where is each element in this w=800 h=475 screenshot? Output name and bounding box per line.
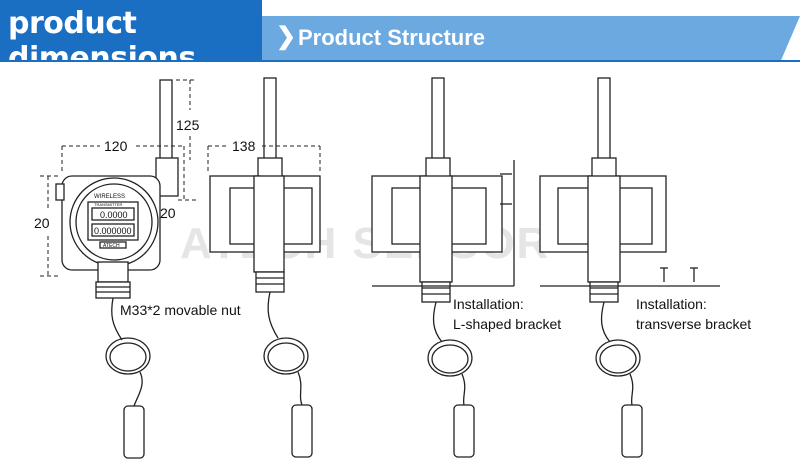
display-footer: ATECH	[103, 243, 120, 249]
label-t-install-type: transverse bracket	[636, 316, 751, 332]
display-brand: WIRELESS	[94, 194, 125, 200]
section-title: product dimensions	[8, 6, 196, 76]
chevron-right-icon: ❯	[276, 23, 297, 50]
label-movable-nut: M33*2 movable nut	[120, 302, 241, 318]
dim-antenna-height: 125	[176, 117, 200, 133]
section-subtitle: Product Structure	[298, 25, 486, 50]
label-t-install-title: Installation:	[636, 296, 707, 312]
header-divider	[0, 60, 800, 62]
l-bracket-drawing	[371, 77, 515, 458]
dim-fitting-offset: 20	[160, 205, 176, 221]
transverse-bracket-drawing	[539, 77, 720, 458]
label-l-install-title: Installation:	[453, 296, 524, 312]
section-header-product-dimensions: product dimensions	[0, 0, 262, 76]
dim-side-height: 20	[34, 215, 50, 231]
front-view-drawing	[40, 79, 196, 459]
section-header-product-structure: ❯ Product Structure	[262, 16, 800, 60]
dim-body-width: 120	[104, 138, 128, 154]
dim-bracket-width: 138	[232, 138, 256, 154]
label-l-install-type: L-shaped bracket	[453, 316, 561, 332]
display-value-top: 0.0000	[100, 210, 128, 220]
display-value-bottom: 0.000000	[94, 226, 132, 236]
side-view-drawing	[207, 77, 321, 458]
display-subline: TRANSMITTER	[94, 202, 123, 207]
